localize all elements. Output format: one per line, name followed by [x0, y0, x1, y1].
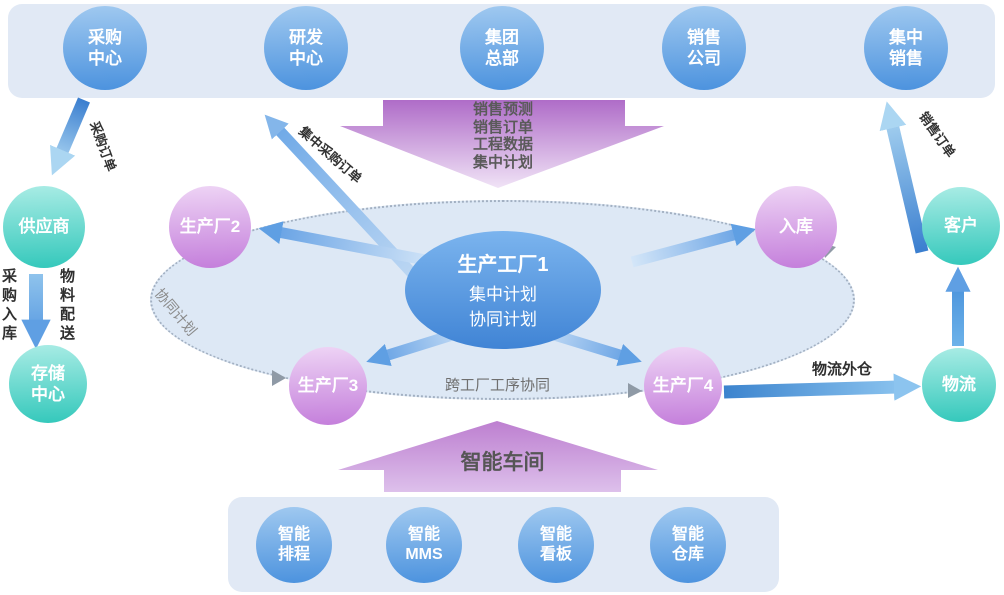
node-smart-scheduling: 智能 排程: [256, 507, 332, 583]
node-smart-warehouse: 智能 仓库: [650, 507, 726, 583]
label-purchase-inbound: 采 购 入 库: [2, 268, 18, 342]
node-factory1-hub: 生产工厂1 集中计划 协同计划: [405, 231, 601, 349]
node-supplier: 供应商: [3, 186, 85, 268]
label-cross-factory: 跨工厂工序协同: [445, 377, 551, 394]
node-smart-kanban: 智能 看板: [518, 507, 594, 583]
node-factory4: 生产厂4: [644, 347, 722, 425]
node-inbound: 入库: [755, 186, 837, 268]
label-logistics-external: 物流外仓: [812, 361, 873, 378]
label-smart-workshop: 智能车间: [460, 451, 545, 474]
arrow-purchase-order: [50, 97, 90, 176]
hub-plan-central: 集中计划: [469, 285, 537, 304]
arrow-factory4-to-logistics: [723, 373, 922, 401]
node-rd-center: 研发 中心: [264, 6, 348, 90]
arrow-sales-order: [879, 101, 929, 254]
node-procurement-center: 采购 中心: [63, 6, 147, 90]
node-factory2: 生产厂2: [169, 186, 251, 268]
hub-plan-collab: 协同计划: [469, 310, 537, 329]
label-sales-order: 销售订单: [916, 108, 959, 161]
label-purchase-order: 采购订单: [87, 119, 120, 174]
node-group-hq: 集团 总部: [460, 6, 544, 90]
node-smart-mms: 智能 MMS: [386, 507, 462, 583]
node-customer: 客户: [922, 187, 1000, 265]
node-factory3: 生产厂3: [289, 347, 367, 425]
node-storage-center: 存储 中心: [9, 345, 87, 423]
node-central-sales: 集中 销售: [864, 6, 948, 90]
hub-title: 生产工厂1: [457, 254, 549, 276]
label-central-purchase-order: 集中采购订单: [295, 123, 365, 187]
node-logistics: 物流: [922, 348, 996, 422]
label-hq-push-items: 销售预测 销售订单 工程数据 集中计划: [472, 101, 533, 171]
label-material-delivery: 物 料 配 送: [60, 268, 76, 342]
node-sales-company: 销售 公司: [662, 6, 746, 90]
